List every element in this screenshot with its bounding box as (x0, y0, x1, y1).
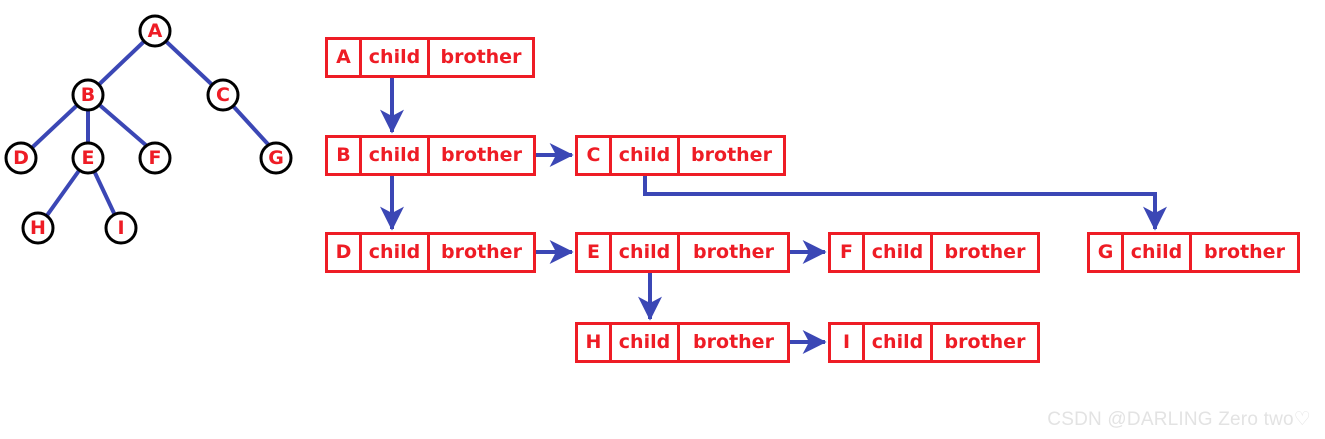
tree-node-circle-i (104, 211, 138, 245)
list-node-f-brother: brother (944, 241, 1026, 263)
tree-node-circle-b (71, 78, 105, 112)
list-node-i-brother: brother (944, 331, 1026, 353)
list-node-b-child: child (362, 138, 430, 173)
list-node-c: C child brother (575, 135, 786, 176)
list-node-d-key: D (328, 235, 362, 270)
list-node-d-brother: brother (441, 241, 522, 263)
watermark-text: CSDN @DARLING Zero two♡ (1047, 409, 1311, 430)
list-node-g-brother: brother (1204, 241, 1285, 263)
tree-node-circle-d (4, 141, 38, 175)
tree-node-label-f: F (148, 146, 162, 169)
tree-node-circle-g (259, 141, 293, 175)
tree-node-label-b: B (80, 83, 96, 106)
tree-node-circle-a (138, 14, 172, 48)
list-node-i-key: I (831, 325, 865, 360)
list-node-a-key: A (328, 40, 362, 75)
list-node-h: H child brother (575, 322, 790, 363)
tree-edges (19, 29, 278, 230)
list-node-f-key: F (831, 235, 865, 270)
list-node-e-child: child (612, 235, 680, 270)
list-node-e-brother: brother (693, 241, 774, 263)
list-node-g-key: G (1090, 235, 1124, 270)
list-node-f-child: child (865, 235, 933, 270)
tree-node-circle-c (206, 78, 240, 112)
list-node-c-key: C (578, 138, 612, 173)
tree-node-label-d: D (13, 146, 29, 169)
list-node-d-child: child (362, 235, 430, 270)
tree-node-circle-h (21, 211, 55, 245)
list-node-i-child: child (865, 325, 933, 360)
tree-node-label-e: E (81, 146, 95, 169)
list-node-e-key: E (578, 235, 612, 270)
list-node-e: E child brother (575, 232, 790, 273)
tree-node-circles (4, 14, 293, 245)
list-node-h-child: child (612, 325, 680, 360)
tree-node-label-h: H (30, 216, 46, 239)
list-node-i: I child brother (828, 322, 1040, 363)
tree-node-label-c: C (216, 83, 230, 106)
list-node-a: A child brother (325, 37, 535, 78)
list-node-c-child: child (612, 138, 680, 173)
tree-node-label-a: A (147, 19, 163, 42)
list-node-c-brother: brother (691, 144, 772, 166)
tree-node-circle-e (71, 141, 105, 175)
list-node-b: B child brother (325, 135, 536, 176)
list-node-d: D child brother (325, 232, 536, 273)
list-node-a-brother: brother (440, 46, 522, 68)
list-node-g: G child brother (1087, 232, 1300, 273)
tree-node-circle-f (138, 141, 172, 175)
list-node-h-brother: brother (693, 331, 774, 353)
list-node-h-key: H (578, 325, 612, 360)
list-node-b-brother: brother (441, 144, 522, 166)
tree-node-label-i: I (117, 216, 125, 239)
list-node-a-child: child (362, 40, 430, 75)
list-node-g-child: child (1124, 235, 1192, 270)
list-node-b-key: B (328, 138, 362, 173)
tree-node-label-g: G (268, 146, 284, 169)
list-node-f: F child brother (828, 232, 1040, 273)
